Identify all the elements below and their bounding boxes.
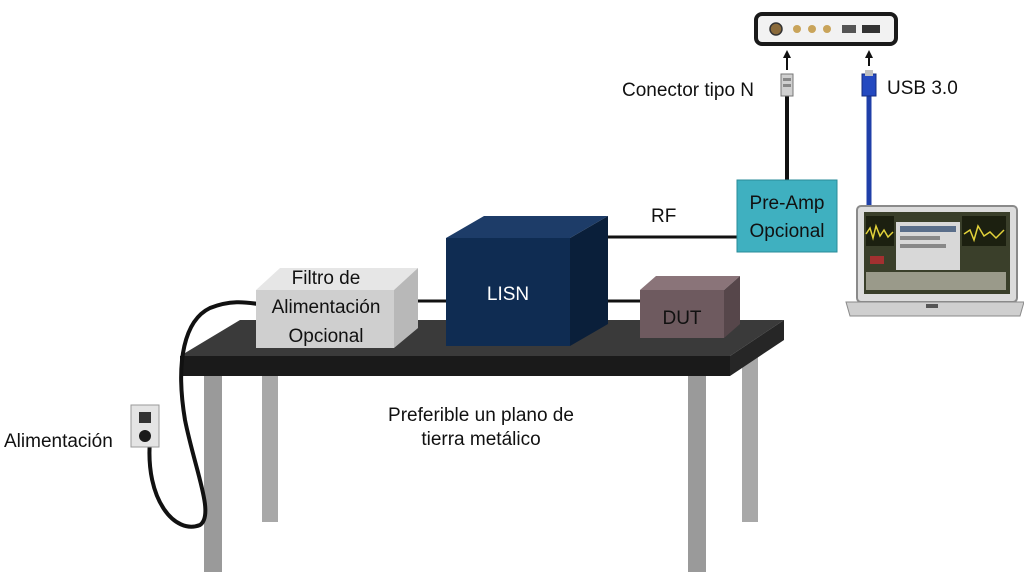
table-leg-back-left: [262, 372, 278, 522]
preamp-label: Pre-Amp Opcional: [737, 192, 837, 244]
usb-label: USB 3.0: [887, 78, 958, 99]
table-legs: [204, 350, 758, 572]
filter-label: Filtro de Alimentación Opcional: [252, 264, 400, 351]
power-cable: [147, 300, 259, 529]
filter-label-line2: Alimentación: [271, 297, 381, 318]
n-connector-icon: [780, 73, 794, 97]
preamp-box: [736, 179, 838, 253]
table-leg-front-left: [204, 372, 222, 572]
filter-label-line3: Opcional: [288, 326, 364, 347]
laptop-icon: [845, 205, 1024, 317]
usb-oscilloscope-icon: [754, 12, 898, 46]
filter-label-line1: Filtro de: [291, 268, 361, 289]
dut-box: [640, 276, 740, 338]
connector-label: Conector tipo N: [622, 80, 755, 101]
dut-label: DUT: [662, 308, 702, 329]
ground-plane-label: Preferible un plano de tierra metálico: [366, 404, 596, 452]
power-outlet-icon: [130, 404, 160, 448]
lisn-box: [446, 216, 608, 346]
table-leg-back-right: [742, 350, 758, 522]
usb-connector-icon: [861, 70, 877, 97]
filter-box: [256, 268, 418, 348]
preamp-label-line2: Opcional: [749, 221, 825, 242]
preamp-label-line1: Pre-Amp: [749, 193, 825, 214]
power-label: Alimentación: [4, 431, 113, 452]
arrows-to-scope: [783, 50, 873, 70]
rf-label: RF: [651, 206, 677, 227]
lisn-label: LISN: [486, 284, 530, 305]
ground-plane-label-line2: tierra metálico: [421, 429, 541, 450]
table-leg-front-right: [688, 372, 706, 572]
ground-plane-label-line1: Preferible un plano de: [388, 405, 574, 426]
